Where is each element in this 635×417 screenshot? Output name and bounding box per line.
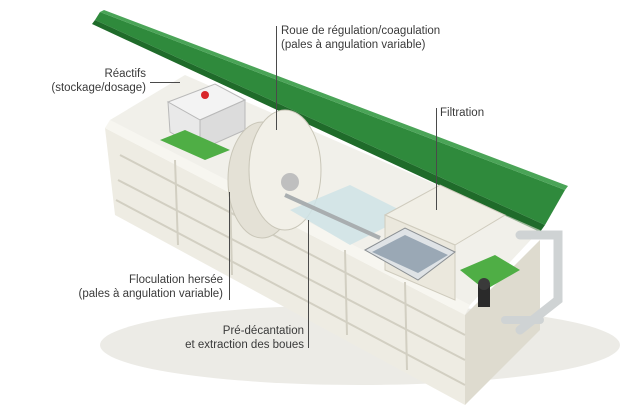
label-floculation: Floculation hersée (pales à angulation v… [78,274,223,300]
label-reactifs: Réactifs (stockage/dosage) [51,68,146,94]
label-predecantation: Pré-décantation et extraction des boues [185,325,304,351]
green-lid [92,10,568,232]
sedimentation-basin [284,185,410,245]
leader-predecantation [308,220,309,348]
regulation-wheel-icon [227,109,322,239]
label-roue: Roue de régulation/coagulation (pales à … [281,25,441,51]
outlet-pipes [501,230,563,335]
filtration-unit [363,184,507,301]
ibc-container-icon [160,83,247,160]
leader-reactifs [150,82,180,83]
label-filtration: Filtration [440,107,485,119]
leader-floculation [229,192,230,300]
leader-filtration [436,108,437,210]
pump-icon [460,255,520,307]
leader-roue [276,26,277,130]
